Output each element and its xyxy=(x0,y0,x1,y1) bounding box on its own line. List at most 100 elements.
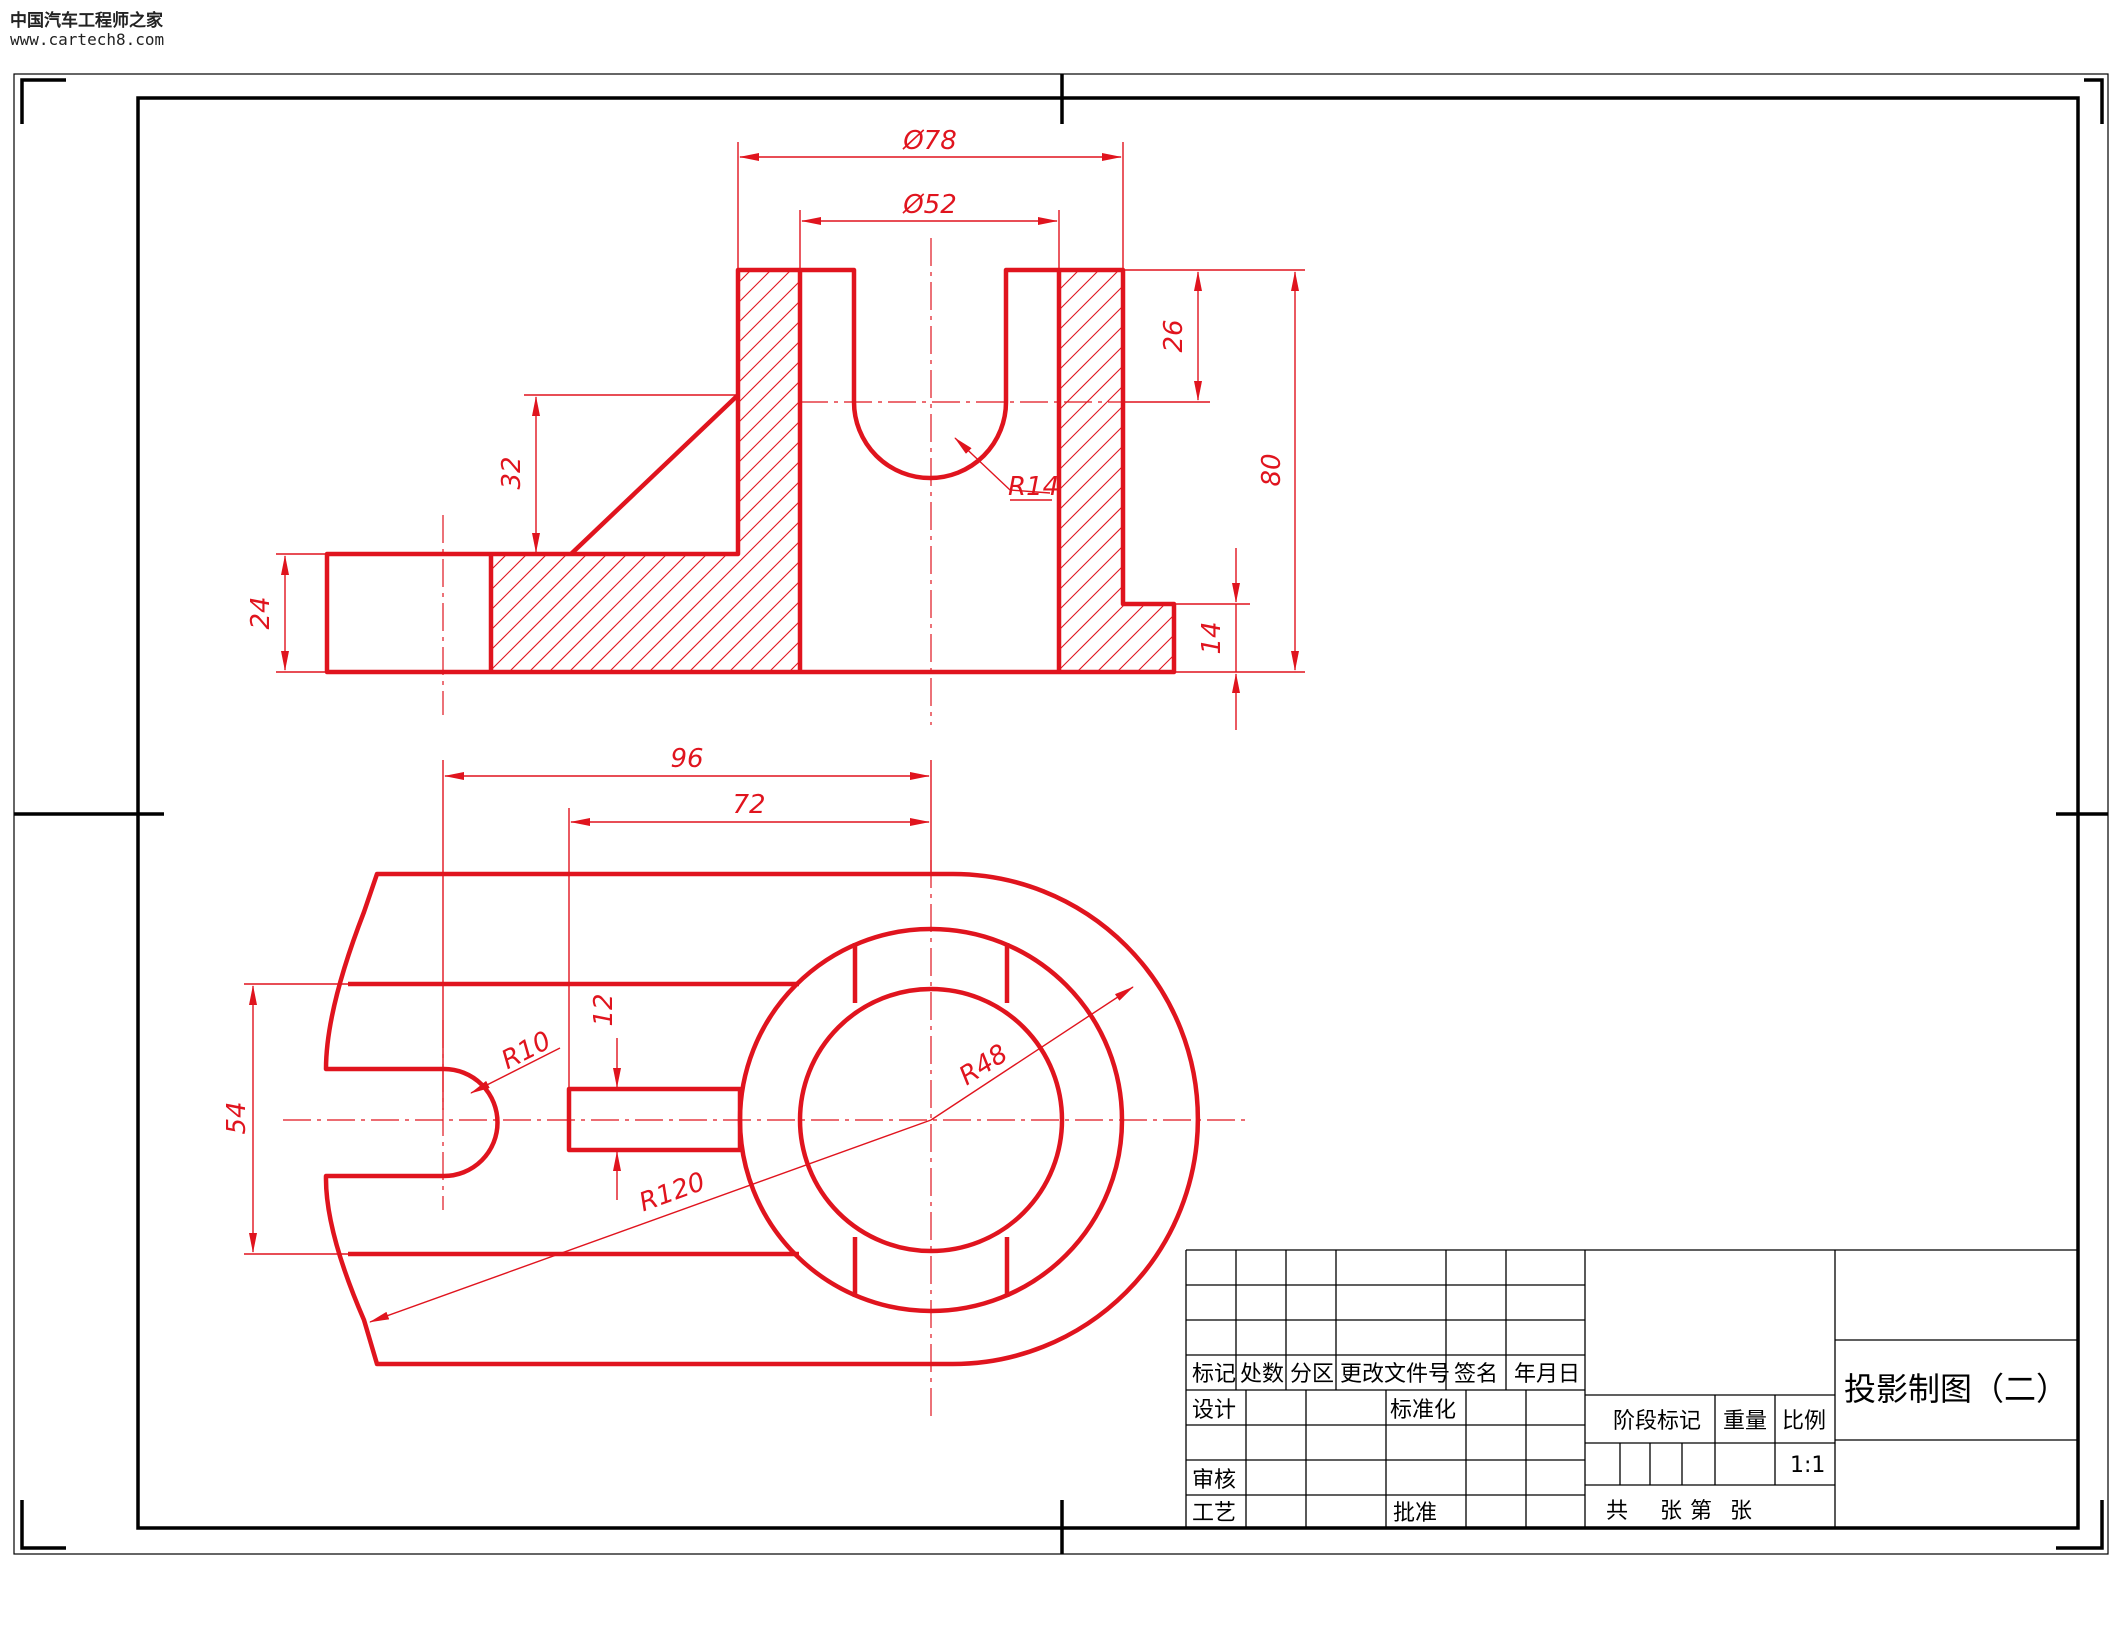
tb-standardize: 标准化 xyxy=(1390,1398,1456,1423)
hatch-line xyxy=(849,270,1251,672)
hatch-line xyxy=(1357,270,1759,672)
dim-r14: R14 xyxy=(1008,472,1059,502)
hatch-line xyxy=(608,270,800,672)
front-view-dimensions: Ø78 Ø52 26 80 32 24 14 R14 xyxy=(246,126,1305,730)
tb-header-mark: 标记 xyxy=(1192,1362,1236,1387)
hatch-line xyxy=(869,270,1271,672)
hatch-line xyxy=(548,270,800,672)
hatch-line xyxy=(1059,270,1174,672)
hatch-line xyxy=(1059,270,1160,672)
tb-header-count: 处数 xyxy=(1240,1362,1284,1387)
dim-w12: 12 xyxy=(589,993,619,1026)
hatch-line xyxy=(491,270,512,672)
hatch-line xyxy=(1059,270,1174,672)
top-view-centerlines xyxy=(283,860,1250,1420)
dim-h14: 14 xyxy=(1197,621,1227,654)
tb-weight: 重量 xyxy=(1723,1409,1767,1434)
hatch-line xyxy=(1059,270,1174,672)
hatch-line xyxy=(688,270,800,672)
title-block: 标记 处数 分区 更改文件号 签名 年月日 设计 标准化 审核 工艺 批准 阶段… xyxy=(1185,1249,2078,1528)
hatch-line xyxy=(1397,270,1799,672)
tb-approve: 批准 xyxy=(1393,1501,1437,1526)
tb-header-sign: 签名 xyxy=(1454,1362,1498,1387)
hatch-line xyxy=(809,270,1211,672)
tb-header-zone: 分区 xyxy=(1290,1362,1334,1387)
hatch-line xyxy=(1089,270,1491,672)
hatch-line xyxy=(491,270,492,672)
hatch-line xyxy=(728,270,800,672)
front-view-centerlines xyxy=(442,238,1123,725)
hatch-line xyxy=(1557,270,1959,672)
hatch-line xyxy=(1049,270,1451,672)
dim-d52: Ø52 xyxy=(902,190,957,220)
hatch-line xyxy=(1096,270,1174,672)
hatch-line xyxy=(1059,270,1174,672)
front-view-hatching xyxy=(491,270,1959,672)
hatch-line xyxy=(1059,270,1060,672)
hatch-line xyxy=(491,270,652,672)
dim-l72: 72 xyxy=(732,790,765,820)
hatch-line xyxy=(748,270,800,672)
hatch-line xyxy=(1457,270,1859,672)
dim-r48: R48 xyxy=(954,1039,1013,1092)
hatch-line xyxy=(1189,270,1591,672)
hatch-line xyxy=(1059,270,1174,672)
dim-r120: R120 xyxy=(635,1167,709,1218)
hatch-line xyxy=(491,270,632,672)
tb-scale-value: 1:1 xyxy=(1790,1453,1825,1478)
hatch-line xyxy=(491,270,532,672)
hatch-line xyxy=(1417,270,1819,672)
dim-w54: 54 xyxy=(222,1101,252,1134)
tb-header-date: 年月日 xyxy=(1514,1362,1580,1387)
hatch-line xyxy=(1059,270,1140,672)
hatch-line xyxy=(628,270,800,672)
hatch-line xyxy=(768,270,800,672)
hatch-line xyxy=(989,270,1391,672)
front-view-outline xyxy=(324,267,1177,675)
hatch-line xyxy=(909,270,1311,672)
tb-sheet-no: 第 xyxy=(1690,1499,1712,1524)
hatch-line xyxy=(1177,270,1579,672)
dim-l96: 96 xyxy=(670,744,703,774)
hatch-line xyxy=(1029,270,1431,672)
dim-h80: 80 xyxy=(1257,453,1287,486)
hatch-line xyxy=(1497,270,1899,672)
hatch-line xyxy=(1317,270,1719,672)
hatch-line xyxy=(1377,270,1779,672)
tb-design: 设计 xyxy=(1192,1398,1236,1423)
hatch-line xyxy=(1059,270,1174,672)
tb-header-docno: 更改文件号 xyxy=(1340,1362,1450,1387)
hatch-line xyxy=(491,270,672,672)
hatch-line xyxy=(1169,270,1571,672)
hatch-line xyxy=(708,270,800,672)
hatch-line xyxy=(1277,270,1679,672)
tb-scale-label: 比例 xyxy=(1782,1409,1826,1434)
hatch-line xyxy=(889,270,1291,672)
tb-process: 工艺 xyxy=(1192,1501,1236,1526)
hatch-line xyxy=(588,270,800,672)
tb-review: 审核 xyxy=(1192,1468,1236,1493)
tb-sheet-total: 共 xyxy=(1606,1499,1628,1524)
hatch-line xyxy=(668,270,800,672)
hatch-line xyxy=(1477,270,1879,672)
hatch-line xyxy=(648,270,800,672)
dim-d78: Ø78 xyxy=(902,126,957,156)
dim-h24: 24 xyxy=(246,596,276,629)
watermark-url: www.cartech8.com xyxy=(10,30,165,49)
drawing-title: 投影制图（二） xyxy=(1844,1370,2068,1408)
centering-marks xyxy=(14,74,2108,1554)
hatch-line xyxy=(1237,270,1639,672)
hatch-line xyxy=(1437,270,1839,672)
dim-r10: R10 xyxy=(497,1026,556,1076)
hatch-line xyxy=(1009,270,1411,672)
hatch-line xyxy=(1257,270,1659,672)
corner-marks xyxy=(20,78,2104,1550)
tb-stage-mark: 阶段标记 xyxy=(1613,1409,1701,1434)
hatch-line xyxy=(949,270,1351,672)
tb-sheet-unit: 张 xyxy=(1660,1499,1682,1524)
hatch-line xyxy=(1156,270,1174,672)
tb-sheet-unit2: 张 xyxy=(1730,1499,1752,1524)
hatch-line xyxy=(1059,270,1174,672)
hatch-line xyxy=(1337,270,1739,672)
dim-h32: 32 xyxy=(497,456,527,489)
